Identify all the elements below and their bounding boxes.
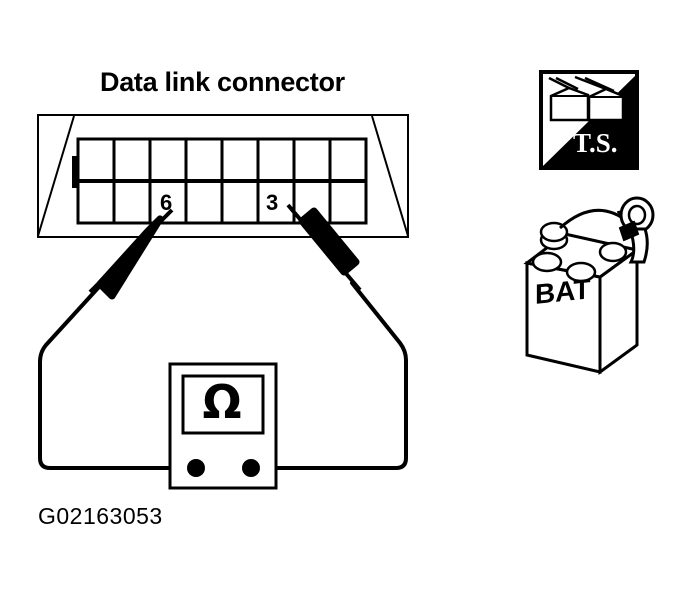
test-lead-left (38, 286, 197, 470)
battery-cell-cap-2 (565, 261, 597, 283)
ts-lead-4 (584, 76, 615, 93)
meter-display (181, 374, 265, 435)
ohmmeter (168, 362, 278, 490)
probe-handle-right (298, 207, 360, 276)
test-probe-left (88, 208, 174, 300)
ts-icon-label: T.S. (573, 128, 618, 158)
probe-handle-left (96, 215, 164, 300)
ts-lead-1 (548, 76, 570, 90)
pin-row-bottom (112, 183, 332, 223)
figure-id-caption: G02163053 (38, 503, 163, 529)
meter-terminal-left (187, 459, 205, 477)
clamp-shaft (627, 227, 649, 264)
ts-block-left (549, 86, 590, 122)
page-title: Data link connector (100, 67, 345, 97)
test-lead-right (250, 281, 408, 470)
pin-row-top (112, 139, 332, 181)
battery-icon (523, 196, 655, 375)
ts-block-right (587, 87, 625, 122)
battery-terminal-positive (598, 241, 628, 263)
ts-connector-blocks (548, 75, 625, 122)
meter-terminal-right (242, 459, 260, 477)
battery-cell-cap-1 (531, 251, 563, 273)
data-link-connector (37, 114, 409, 238)
pin-label-6: 6 (160, 190, 173, 215)
ts-lead-2 (555, 76, 579, 91)
connector-bevel-right (371, 115, 409, 237)
connector-bevel-left (37, 115, 75, 237)
clamp-ring-inner (627, 204, 647, 226)
connector-outer-frame (37, 114, 409, 238)
pin-label-3: 3 (266, 190, 279, 215)
ohm-symbol: Ω (202, 375, 242, 429)
ts-lead-3 (574, 75, 607, 91)
ts-tool-icon (539, 70, 639, 170)
test-probe-right (286, 203, 362, 292)
battery-label: BAT (535, 273, 591, 310)
connector-latch-tab (72, 156, 79, 188)
battery-terminal-clamp (618, 196, 655, 264)
clamp-jaw (618, 220, 640, 242)
